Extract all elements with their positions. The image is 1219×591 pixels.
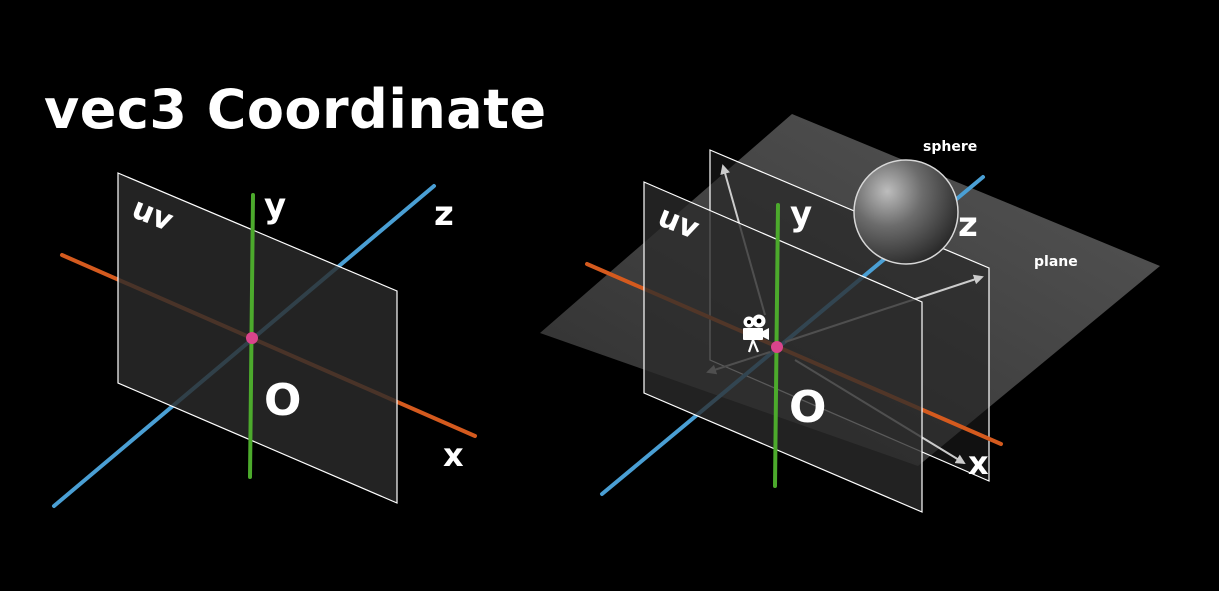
right-diagram: uv y z x O sphere plane xyxy=(540,114,1160,513)
right-origin-dot xyxy=(771,341,783,353)
movie-camera-icon xyxy=(743,314,769,353)
left-origin-label: O xyxy=(264,375,301,426)
right-x-label: x xyxy=(968,444,989,482)
sphere-label: sphere xyxy=(923,139,977,155)
left-origin-dot xyxy=(246,332,258,344)
right-origin-label: O xyxy=(789,382,826,433)
right-y-label: y xyxy=(790,194,812,234)
sphere xyxy=(853,159,959,265)
plane-label: plane xyxy=(1034,254,1078,270)
left-y-label: y xyxy=(264,186,286,226)
left-diagram: uv y z x O xyxy=(52,172,477,508)
page-title: vec3 Coordinate xyxy=(44,78,547,141)
left-z-label: z xyxy=(434,194,454,234)
left-x-label: x xyxy=(443,436,464,474)
right-z-label: z xyxy=(958,205,978,245)
